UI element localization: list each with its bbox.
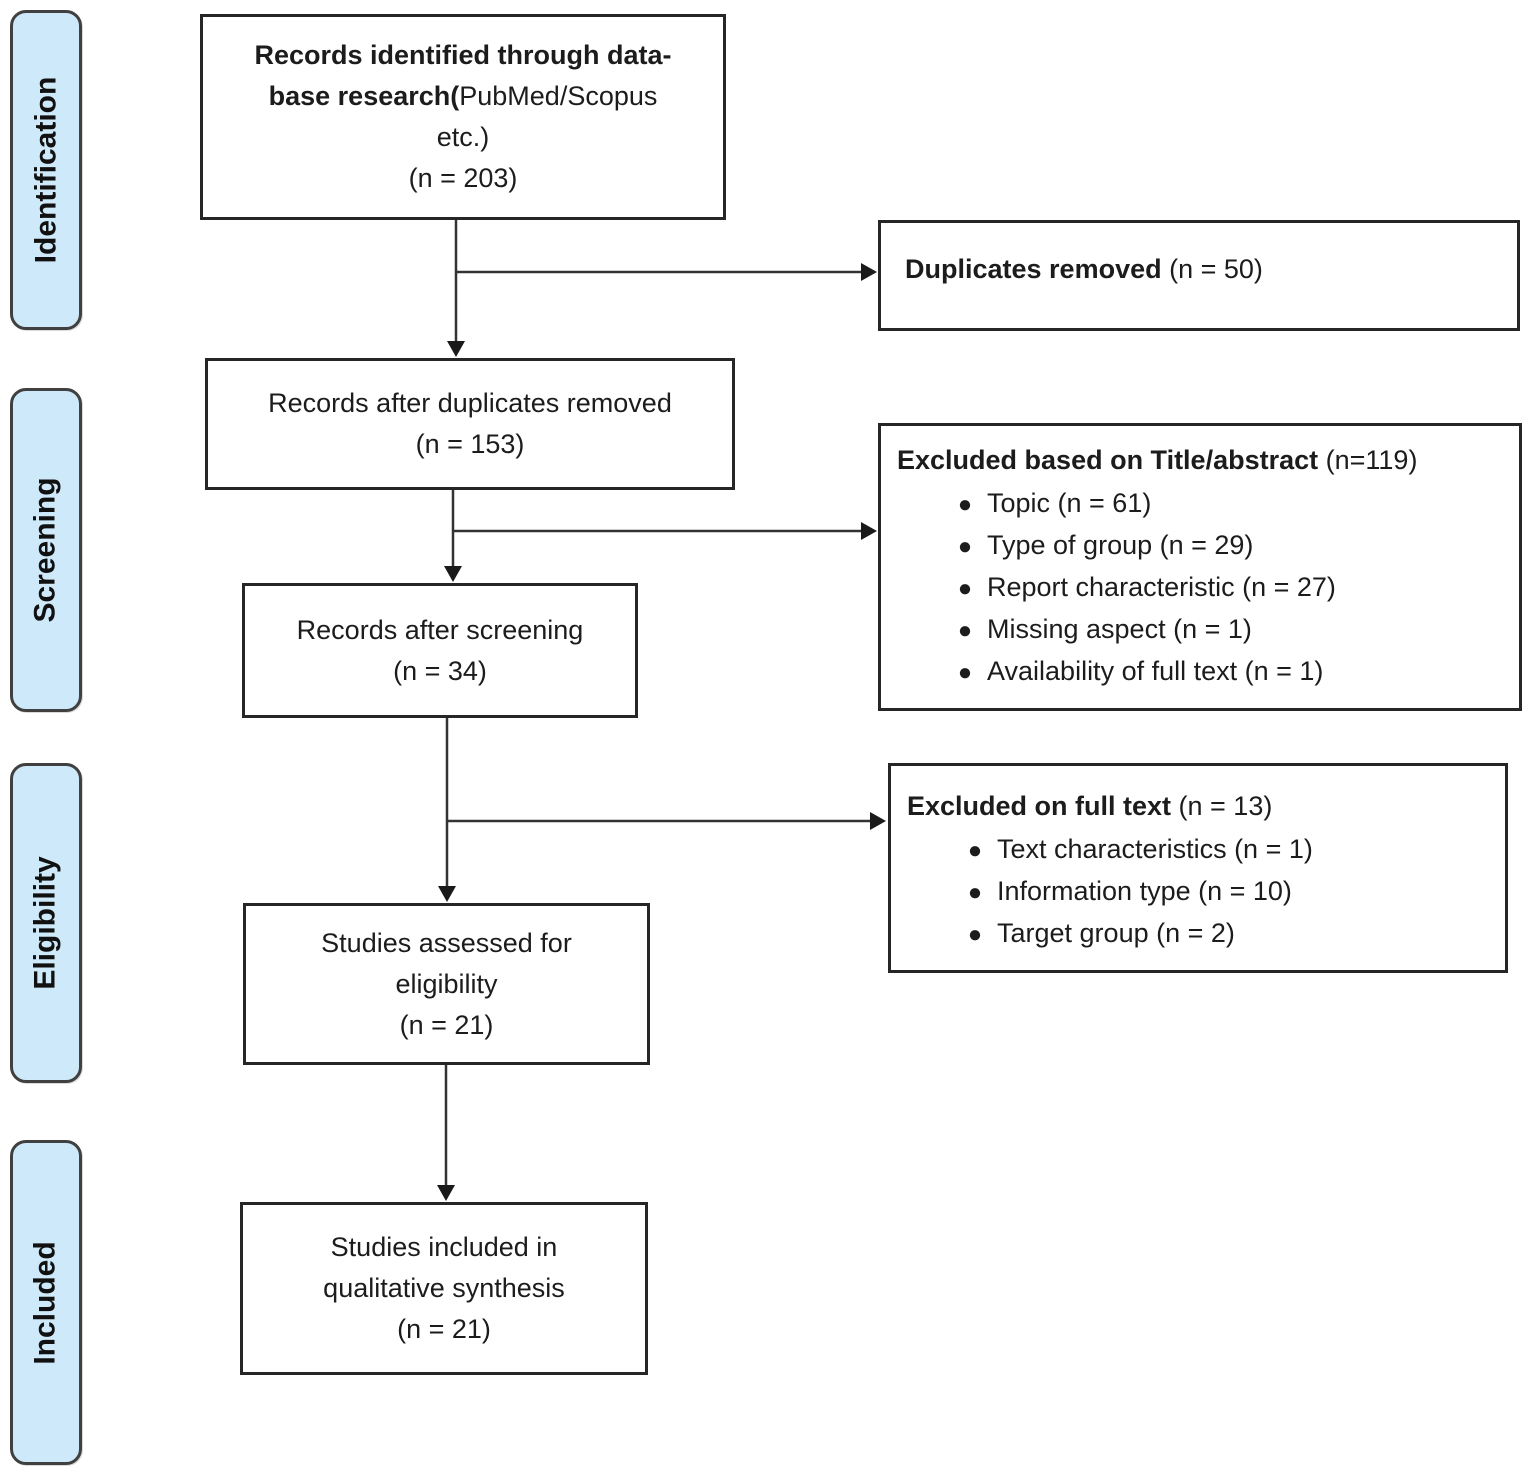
stage-eligibility: Eligibility (10, 763, 82, 1083)
stage-screening: Screening (10, 388, 82, 712)
studies-assessed-count: (n = 21) (399, 1009, 494, 1040)
list-item: ● Text characteristics (n = 1) (907, 829, 1497, 871)
bullet-icon: ● (957, 659, 973, 686)
studies-included-count: (n = 21) (397, 1314, 491, 1344)
box-excluded-title-abstract: Excluded based on Title/abstract (n=119)… (878, 423, 1522, 711)
records-identified-line1: Records identified through data- (254, 40, 672, 70)
arrow-to-excluded-full-text (447, 812, 886, 830)
arrow-to-duplicates-removed (456, 263, 877, 281)
list-item: ● Missing aspect (n = 1) (897, 609, 1511, 651)
bullet-icon: ● (967, 921, 983, 948)
arrow-eligibility-to-included (437, 1065, 455, 1201)
records-after-duplicates-count: (n = 153) (415, 429, 525, 459)
box-records-identified: Records identified through data- base re… (200, 14, 726, 220)
arrow-identified-to-after-duplicates (447, 220, 465, 357)
list-item: ● Report characteristic (n = 27) (897, 567, 1511, 609)
studies-assessed-line2: eligibility (395, 968, 498, 999)
stage-included-label: Included (29, 1240, 62, 1365)
duplicates-removed-count: (n = 50) (1161, 254, 1263, 284)
list-item: ● Information type (n = 10) (907, 871, 1497, 913)
stage-identification-label: Identification (29, 76, 63, 264)
box-duplicates-removed: Duplicates removed (n = 50) (878, 220, 1520, 331)
box-studies-assessed: Studies assessed for eligibility (n = 21… (243, 903, 650, 1065)
box-excluded-full-text: Excluded on full text (n = 13) ● Text ch… (888, 763, 1508, 973)
records-after-screening-count: (n = 34) (393, 655, 487, 686)
bullet-icon: ● (967, 837, 983, 864)
excluded-title-abstract-list: ● Topic (n = 61) ● Type of group (n = 29… (897, 483, 1511, 693)
list-item: ● Topic (n = 61) (897, 483, 1511, 525)
records-after-screening-label: Records after screening (296, 614, 584, 645)
stage-screening-label: Screening (29, 477, 62, 623)
studies-included-line1: Studies included in (330, 1232, 558, 1262)
records-identified-count: (n = 203) (408, 163, 518, 193)
box-studies-included: Studies included in qualitative synthesi… (240, 1202, 648, 1375)
records-identified-line3: etc.) (436, 122, 490, 152)
arrow-to-excluded-title-abstract (453, 522, 877, 540)
excluded-full-text-heading: Excluded on full text (n = 13) (907, 791, 1273, 821)
box-records-after-screening: Records after screening (n = 34) (242, 583, 638, 718)
arrow-after-duplicates-to-screening (444, 490, 462, 582)
arrow-screening-to-eligibility (438, 718, 456, 902)
box-records-after-duplicates: Records after duplicates removed (n = 15… (205, 358, 735, 490)
list-item: ● Type of group (n = 29) (897, 525, 1511, 567)
list-item: ● Availability of full text (n = 1) (897, 651, 1511, 693)
bullet-icon: ● (967, 879, 983, 906)
bullet-icon: ● (957, 575, 973, 602)
bullet-icon: ● (957, 533, 973, 560)
duplicates-removed-label: Duplicates removed (905, 254, 1162, 284)
stage-eligibility-label: Eligibility (29, 856, 63, 990)
records-identified-line2: base research(PubMed/Scopus (268, 81, 658, 111)
stage-included: Included (10, 1140, 82, 1465)
excluded-full-text-list: ● Text characteristics (n = 1) ● Informa… (907, 829, 1497, 955)
bullet-icon: ● (957, 617, 973, 644)
studies-included-line2: qualitative synthesis (323, 1273, 565, 1303)
list-item: ● Target group (n = 2) (907, 913, 1497, 955)
studies-assessed-line1: Studies assessed for (321, 927, 572, 958)
excluded-title-abstract-heading: Excluded based on Title/abstract (n=119) (897, 445, 1418, 475)
bullet-icon: ● (957, 491, 973, 518)
stage-identification: Identification (10, 10, 82, 330)
records-after-duplicates-label: Records after duplicates removed (268, 388, 672, 418)
